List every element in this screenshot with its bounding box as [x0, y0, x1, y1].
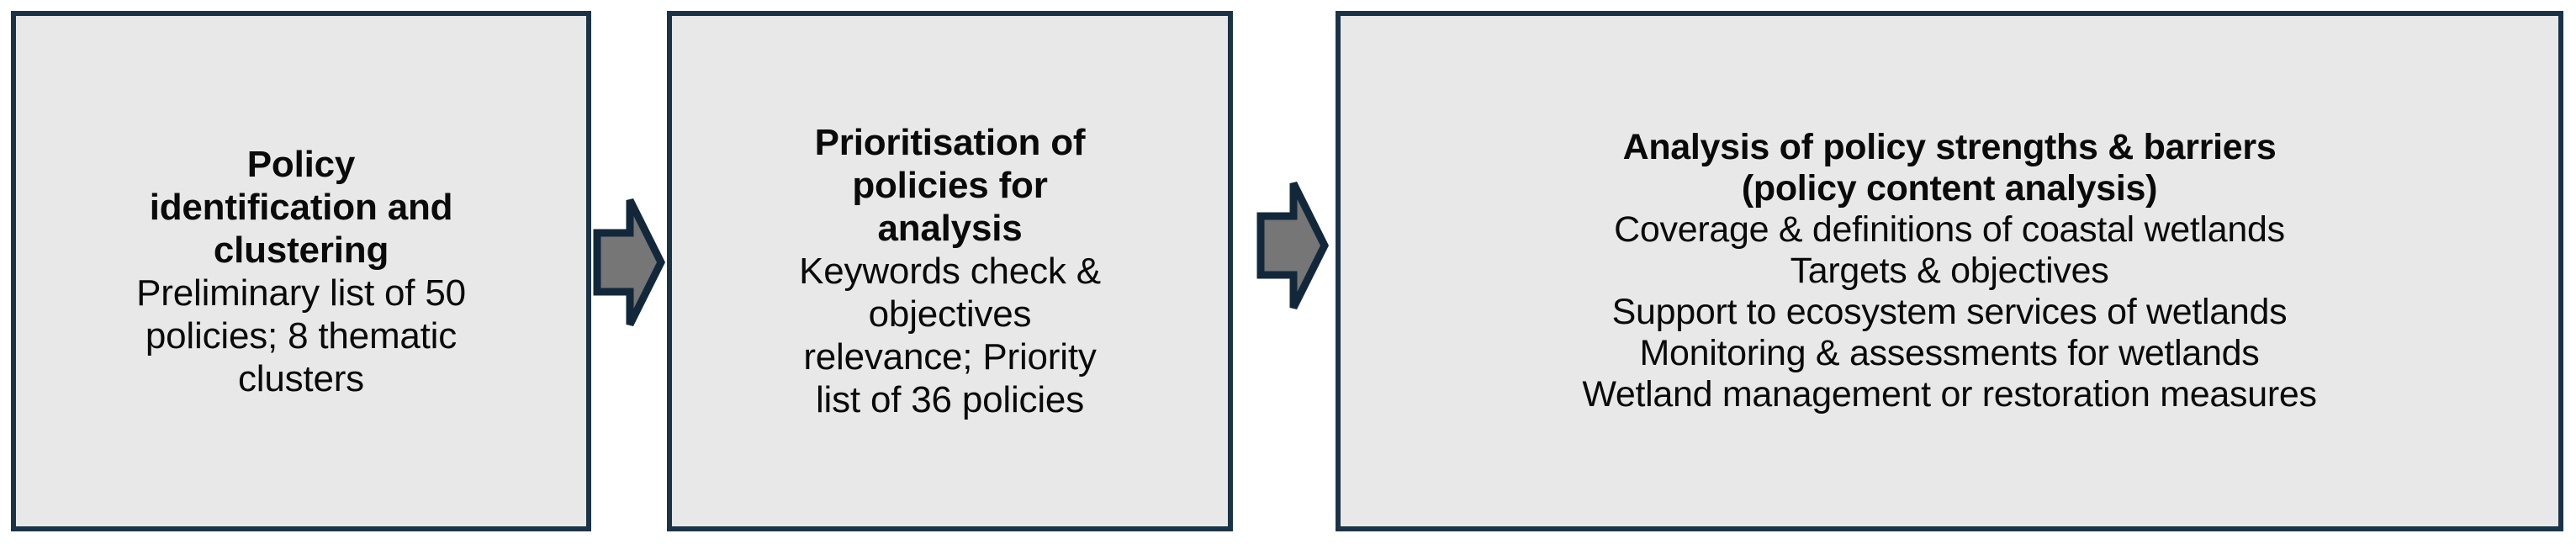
step-3-title: Analysis of policy strengths & barriers …	[1622, 127, 2277, 209]
process-step-box-3: Analysis of policy strengths & barriers …	[1336, 11, 2563, 531]
step-2-body: Keywords check & objectives relevance; P…	[799, 251, 1101, 420]
right-arrow-glyph	[593, 198, 666, 327]
step-1-body: Preliminary list of 50 policies; 8 thema…	[136, 272, 466, 399]
step-3-body: Coverage & definitions of coastal wetlan…	[1582, 209, 2317, 415]
right-arrow-glyph	[1256, 181, 1330, 310]
process-step-box-2: Prioritisation of policies for analysis …	[667, 11, 1233, 531]
right-arrow-icon-2	[1256, 178, 1330, 313]
process-step-box-1: Policy identification and clustering Pre…	[11, 11, 591, 531]
step-1-title: Policy identification and clustering	[149, 143, 453, 271]
right-arrow-icon-1	[593, 195, 666, 330]
step-2-title: Prioritisation of policies for analysis	[814, 122, 1086, 249]
